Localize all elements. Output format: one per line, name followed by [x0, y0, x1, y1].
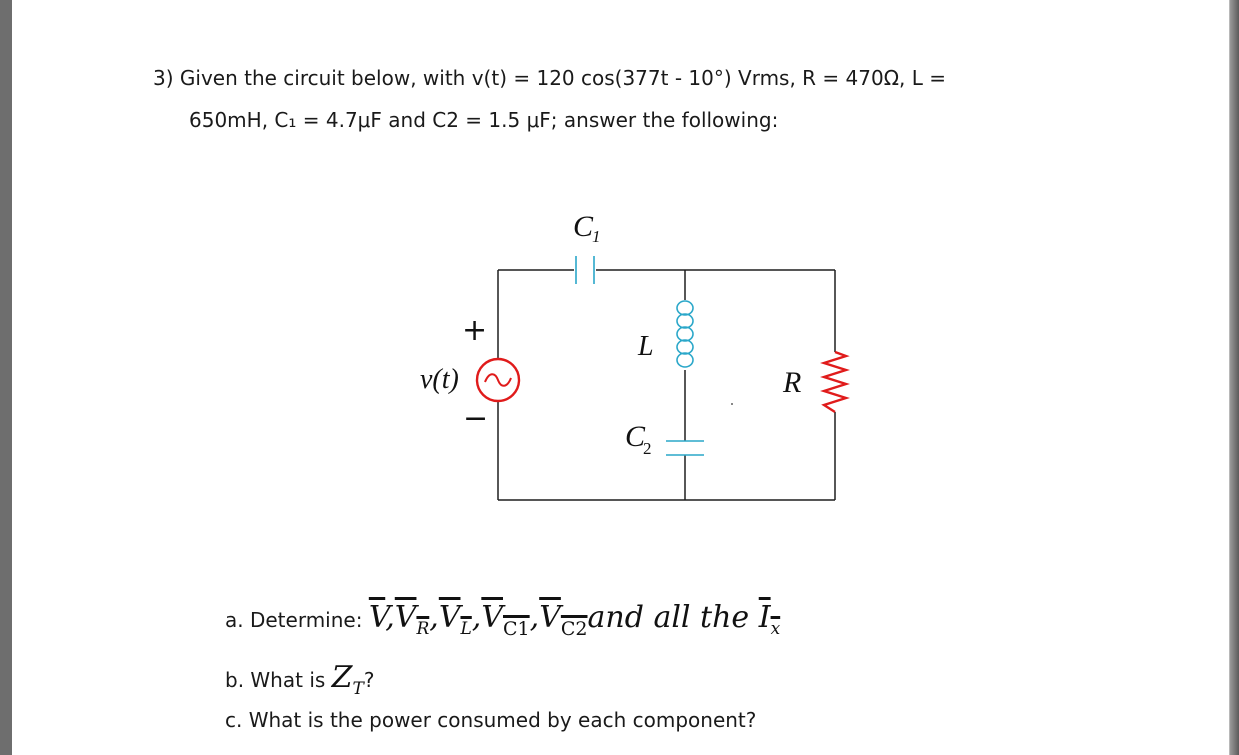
document-page — [12, 0, 1230, 755]
ix-phasor: Ix — [758, 600, 781, 639]
part-a: a. Determine: V,VR,VL,VC1,VC2and all the… — [225, 600, 780, 640]
c2-label: C2 — [625, 420, 652, 458]
part-b-suffix: ? — [363, 668, 375, 692]
sep: , — [429, 600, 439, 635]
vc2-phasor: VC2 — [539, 600, 588, 640]
capacitor-c2 — [666, 440, 704, 456]
vc1-phasor: VC1 — [481, 600, 530, 640]
part-a-tail: and all the — [587, 600, 759, 635]
part-b-prefix: b. What is — [225, 668, 332, 692]
sep: , — [529, 600, 540, 635]
minus-sign: − — [463, 401, 488, 436]
sep: , — [471, 600, 482, 635]
resistor-zigzag — [820, 350, 850, 414]
capacitor-c1 — [575, 256, 595, 284]
stray-dot — [731, 403, 733, 405]
inductor-label: L — [637, 331, 654, 362]
v-phasor: V — [368, 600, 386, 635]
part-b: b. What is ZT? — [225, 660, 374, 699]
question-line-2: 650mH, C₁ = 4.7μF and C2 = 1.5 μF; answe… — [189, 108, 779, 132]
plus-sign: + — [462, 313, 487, 348]
page-shadow — [1230, 0, 1239, 755]
inductor-coil — [676, 300, 694, 368]
part-a-prefix: a. Determine: — [225, 608, 369, 632]
resistor-label: R — [782, 366, 801, 399]
vr-phasor: VR — [394, 600, 430, 639]
question-line-1: 3) Given the circuit below, with v(t) = … — [153, 66, 946, 90]
c1-label: C1 — [573, 210, 601, 246]
zt-symbol: ZT — [331, 660, 364, 699]
part-a-math: V,VR,VL,VC1,VC2and all the Ix — [368, 600, 781, 640]
sep: , — [385, 600, 395, 635]
source-label: v(t) — [420, 364, 459, 395]
circuit-wires — [497, 269, 836, 501]
ac-source — [475, 357, 521, 403]
part-c: c. What is the power consumed by each co… — [225, 708, 757, 732]
vl-phasor: VL — [438, 600, 472, 639]
